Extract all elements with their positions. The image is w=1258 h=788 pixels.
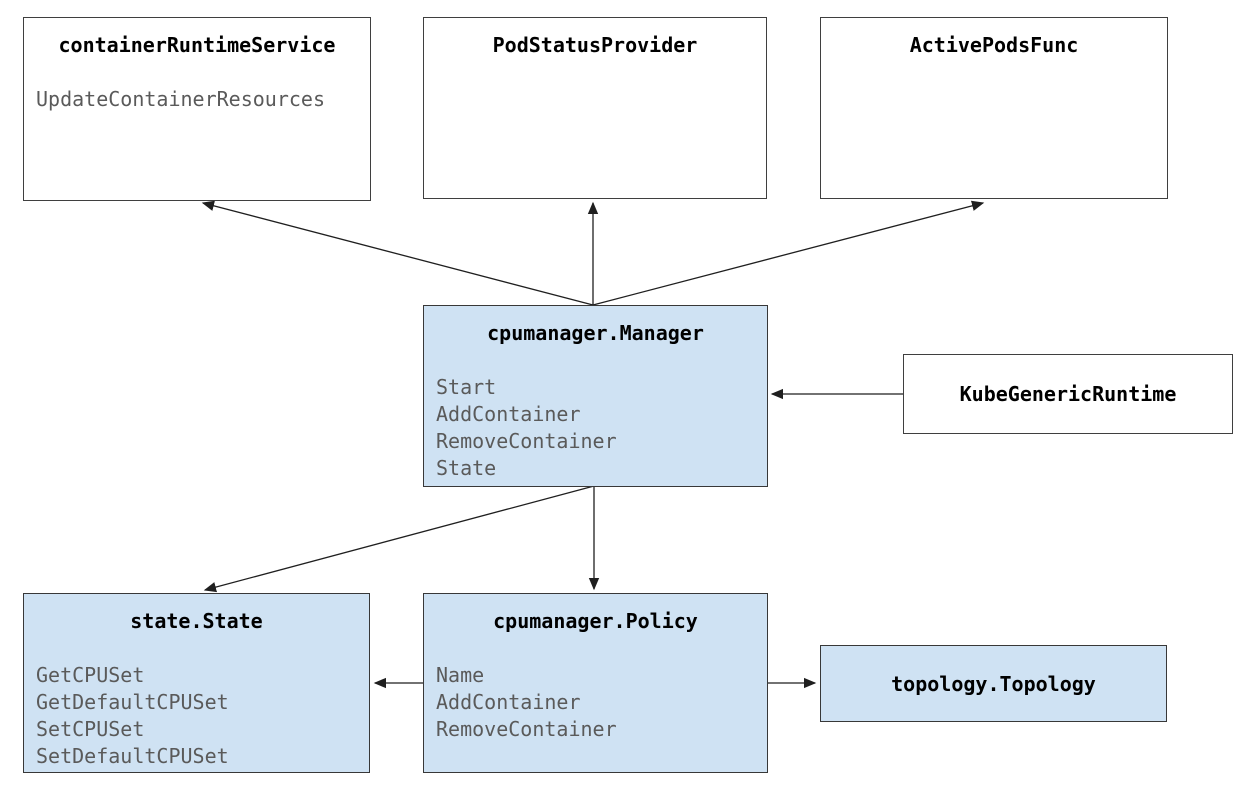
method-line: GetCPUSet bbox=[36, 663, 145, 687]
node-container-runtime-service: containerRuntimeService UpdateContainerR… bbox=[23, 17, 371, 201]
method-line: UpdateContainerResources bbox=[36, 87, 325, 111]
edge-manager-to-active-pods-func bbox=[592, 200, 985, 306]
node-active-pods-func: ActivePodsFunc bbox=[820, 17, 1168, 199]
node-title: containerRuntimeService bbox=[58, 33, 336, 57]
node-pod-status-provider: PodStatusProvider bbox=[423, 17, 767, 199]
node-title: ActivePodsFunc bbox=[909, 33, 1079, 57]
node-title: cpumanager.Policy bbox=[493, 609, 698, 633]
node-methods: UpdateContainerResources bbox=[24, 86, 370, 113]
method-line: RemoveContainer bbox=[436, 717, 617, 741]
method-line: GetDefaultCPUSet bbox=[36, 690, 229, 714]
edge-manager-to-container-runtime-service bbox=[201, 200, 594, 306]
node-title: state.State bbox=[130, 609, 263, 633]
node-title: topology.Topology bbox=[891, 671, 1096, 696]
method-line: Start bbox=[436, 375, 497, 399]
method-line: AddContainer bbox=[436, 690, 581, 714]
edge-manager-to-state-state bbox=[203, 485, 595, 593]
node-title: PodStatusProvider bbox=[492, 33, 698, 57]
method-line: SetDefaultCPUSet bbox=[36, 744, 229, 768]
node-topology-topology: topology.Topology bbox=[820, 645, 1167, 722]
method-line: SetCPUSet bbox=[36, 717, 145, 741]
node-kube-generic-runtime: KubeGenericRuntime bbox=[903, 354, 1233, 434]
method-line: AddContainer bbox=[436, 402, 581, 426]
method-line: RemoveContainer bbox=[436, 429, 617, 453]
node-title: KubeGenericRuntime bbox=[959, 382, 1177, 406]
node-title: cpumanager.Manager bbox=[487, 321, 704, 345]
method-line: Name bbox=[436, 663, 485, 687]
method-line: State bbox=[436, 456, 497, 480]
